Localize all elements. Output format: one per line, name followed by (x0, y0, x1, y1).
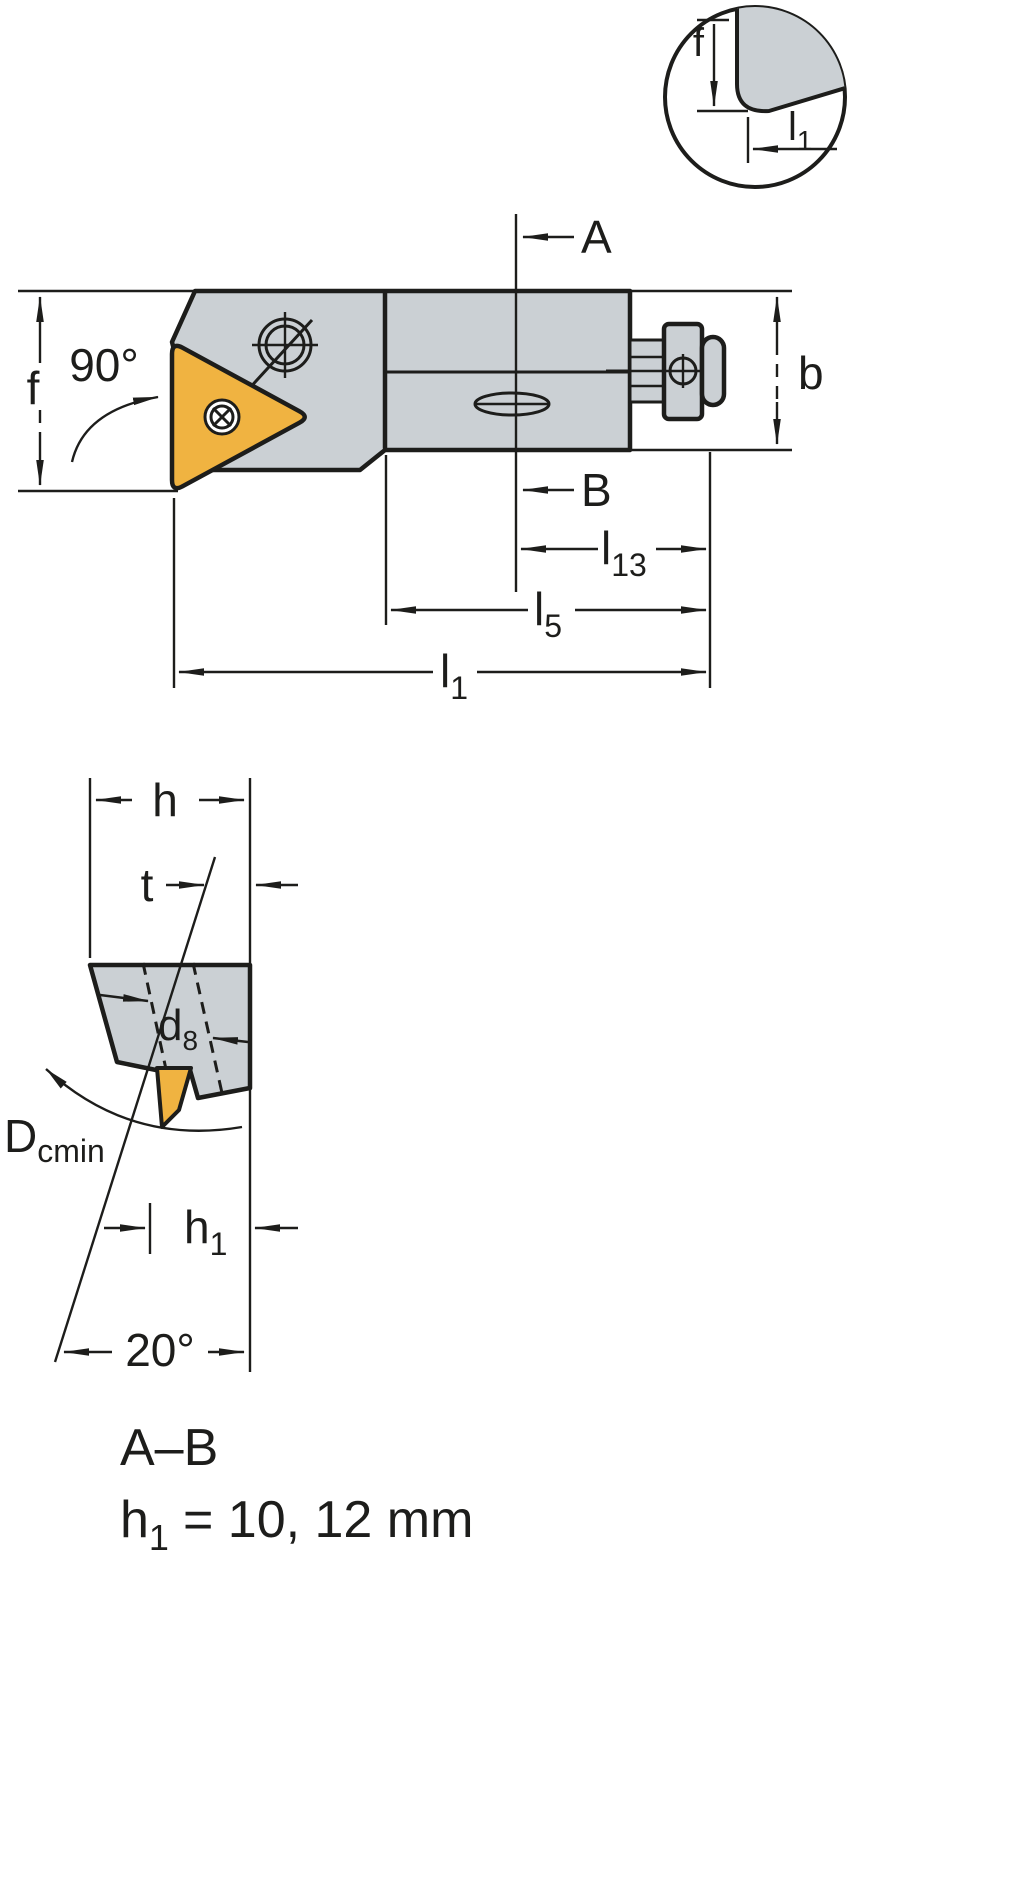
screw-cap (699, 334, 727, 408)
l13-base: l (601, 522, 611, 574)
d8-sub: 8 (182, 1025, 198, 1056)
angle-20-label: 20° (125, 1324, 195, 1376)
detail-l1-sub: 1 (797, 125, 813, 156)
l5-label: l5 (534, 583, 562, 644)
section-ab-view: h t d8 Dcmin h1 (4, 774, 298, 1376)
dcmin-arc (45, 1068, 243, 1132)
insert-tip-wedge (155, 1066, 193, 1129)
f-label: f (27, 362, 40, 414)
l13-label: l13 (601, 522, 647, 583)
caption-spec-rest: = 10, 12 mm (183, 1491, 473, 1549)
dimension-l1: l1 (178, 645, 707, 706)
insert-screw-inner (209, 404, 235, 430)
insert-screw-slot-2 (211, 406, 233, 428)
dimension-h: h (95, 774, 245, 826)
l5-base: l (534, 583, 544, 635)
t-label: t (141, 859, 154, 911)
mounting-hole (252, 312, 318, 378)
l1-label: l1 (440, 645, 468, 706)
detail-l1-label: l1 (788, 105, 812, 156)
slant-20-line (53, 856, 217, 1363)
d8-hole-line-left (141, 962, 174, 1098)
dcmin-label: Dcmin (4, 1110, 105, 1169)
b-label: b (798, 347, 824, 399)
dimension-h1: h1 (104, 1201, 298, 1262)
dimension-l13: l13 (520, 522, 707, 583)
d8-arrow-right (212, 1036, 249, 1045)
detail-f-label: f (693, 21, 705, 65)
l5-sub: 5 (544, 608, 562, 644)
dimension-t: t (141, 859, 298, 911)
dcmin-base: D (4, 1110, 37, 1162)
l1-base: l (440, 645, 450, 697)
h1-label: h1 (184, 1201, 227, 1262)
adjustment-screw (606, 321, 727, 422)
dimension-f: f (27, 296, 44, 486)
h1-base: h (184, 1201, 210, 1253)
angle-90-arrow (70, 395, 159, 463)
caption-spec-sub: 1 (149, 1517, 169, 1558)
angle-90-label: 90° (69, 339, 139, 391)
caption-spec: h1 = 10, 12 mm (120, 1491, 473, 1558)
l13-sub: 13 (611, 547, 647, 583)
d8-hole-line-right (191, 962, 224, 1094)
dimension-b: b (773, 296, 824, 445)
h-label: h (152, 774, 178, 826)
caption-section-title: A–B (120, 1419, 218, 1477)
dcmin-arrowhead (46, 1069, 67, 1089)
insert-tip-detail-view: f l1 (663, 5, 847, 189)
caption-spec-base: h (120, 1491, 149, 1549)
h1-sub: 1 (210, 1226, 228, 1262)
insert-screw (203, 398, 241, 436)
main-side-view: f b 90° (18, 211, 824, 706)
dimension-l5: l5 (390, 583, 707, 644)
section-a-label: A (581, 211, 612, 263)
l1-sub: 1 (450, 670, 468, 706)
dimension-angle-20: 20° (63, 1324, 245, 1376)
dcmin-sub: cmin (37, 1133, 105, 1169)
section-b-label: B (581, 464, 612, 516)
detail-l1-base: l (788, 105, 797, 149)
d8-arrow-left (99, 993, 149, 1003)
caption: A–B h1 = 10, 12 mm (120, 1419, 473, 1558)
